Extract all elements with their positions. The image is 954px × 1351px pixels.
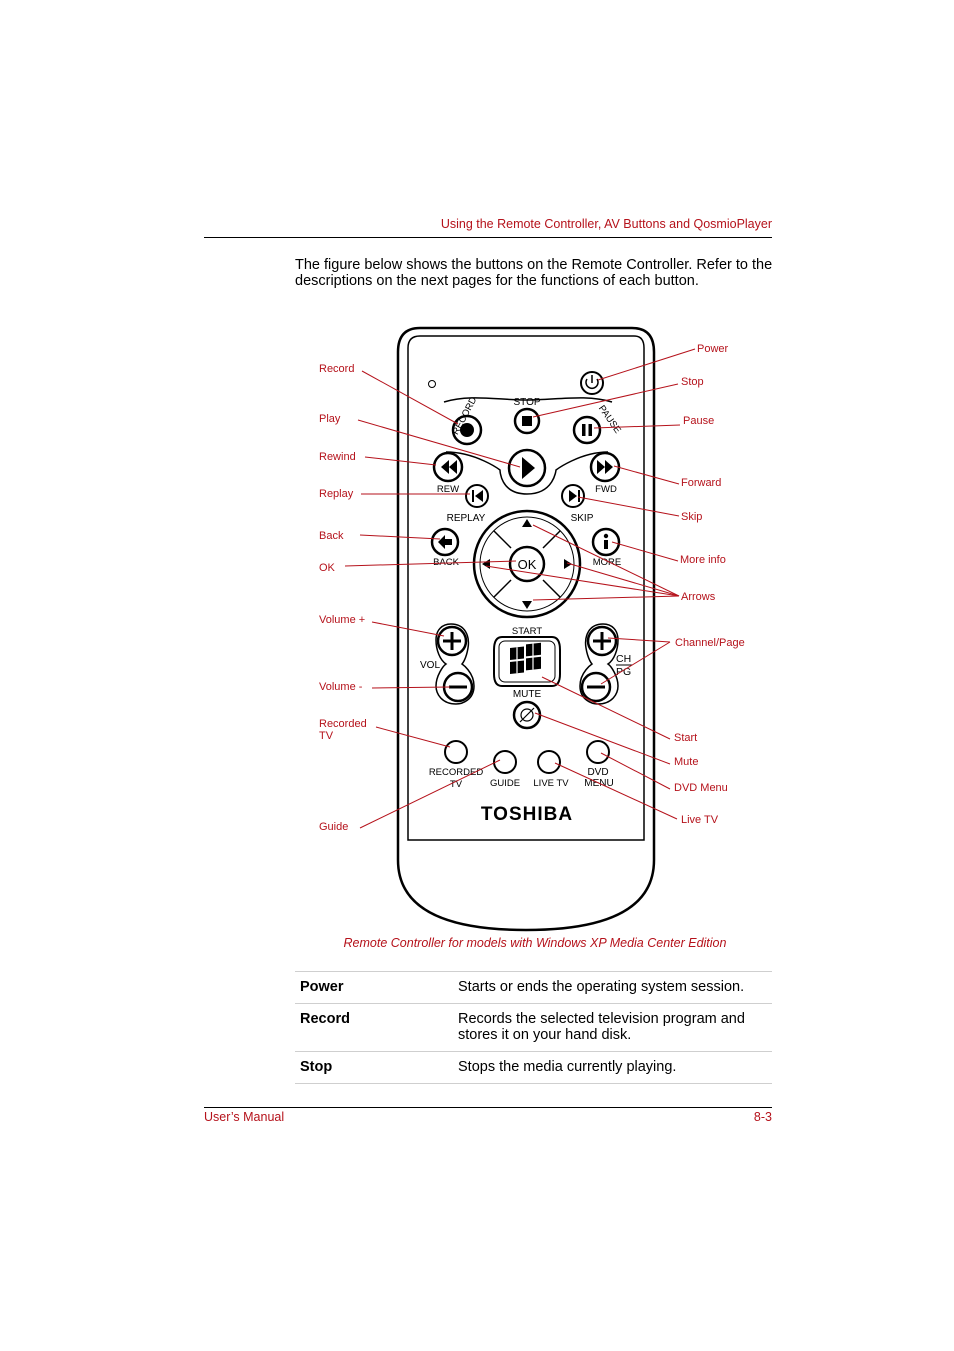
stop-button[interactable] bbox=[513, 407, 541, 435]
dvd-menu-label-line1: DVD bbox=[587, 767, 608, 778]
table-row: Record Records the selected television p… bbox=[295, 1003, 772, 1052]
term-cell: Stop bbox=[295, 1051, 453, 1084]
callout-rewind: Rewind bbox=[319, 451, 356, 463]
callout-mute: Mute bbox=[674, 756, 698, 768]
header-rule bbox=[204, 237, 772, 238]
channel-up-button[interactable] bbox=[586, 625, 618, 657]
figure-caption: Remote Controller for models with Window… bbox=[343, 936, 727, 950]
callout-play: Play bbox=[319, 413, 341, 425]
skip-button[interactable] bbox=[561, 484, 585, 508]
power-button[interactable] bbox=[580, 371, 604, 395]
forward-button[interactable] bbox=[589, 451, 621, 483]
recorded-tv-label-line2: TV bbox=[450, 779, 463, 790]
description-cell: Starts or ends the operating system sess… bbox=[453, 971, 772, 1004]
footer-rule bbox=[204, 1107, 772, 1108]
replay-button[interactable] bbox=[465, 484, 489, 508]
pg-label: PG bbox=[616, 666, 631, 678]
callout-ok: OK bbox=[319, 562, 336, 574]
callout-recorded-tv-line2: TV bbox=[319, 730, 334, 742]
term-cell: Record bbox=[295, 1003, 453, 1052]
fwd-label: FWD bbox=[595, 484, 617, 495]
live-tv-button[interactable] bbox=[537, 750, 561, 774]
table-row: Stop Stops the media currently playing. bbox=[295, 1051, 772, 1084]
callout-live-tv: Live TV bbox=[681, 814, 719, 826]
rewind-button[interactable] bbox=[432, 451, 464, 483]
guide-label: GUIDE bbox=[490, 778, 520, 789]
vol-label: VOL bbox=[420, 660, 440, 671]
more-label: MORE bbox=[593, 557, 622, 568]
callout-stop: Stop bbox=[681, 376, 704, 388]
callout-power: Power bbox=[697, 343, 729, 355]
dvd-menu-button[interactable] bbox=[586, 740, 610, 764]
recorded-tv-label-line1: RECORDED bbox=[429, 767, 484, 778]
callout-skip: Skip bbox=[681, 511, 702, 523]
table-row: Power Starts or ends the operating syste… bbox=[295, 971, 772, 1004]
replay-label: REPLAY bbox=[447, 513, 486, 524]
brand-logo: TOSHIBA bbox=[481, 804, 573, 825]
more-info-button[interactable] bbox=[591, 527, 621, 557]
callout-guide: Guide bbox=[319, 821, 348, 833]
button-description-table: Power Starts or ends the operating syste… bbox=[295, 971, 772, 1084]
footer-manual-title: User’s Manual bbox=[204, 1110, 285, 1124]
transport-cluster-outline bbox=[445, 451, 609, 495]
callout-forward: Forward bbox=[681, 477, 721, 489]
arrow-down-icon bbox=[522, 601, 532, 609]
record-button[interactable] bbox=[451, 414, 483, 446]
skip-label: SKIP bbox=[571, 513, 594, 524]
callout-start: Start bbox=[674, 732, 697, 744]
leader-lines bbox=[344, 348, 696, 829]
channel-down-button[interactable] bbox=[580, 671, 612, 703]
recorded-tv-button[interactable] bbox=[444, 740, 468, 764]
play-button[interactable] bbox=[507, 448, 547, 488]
ch-label: CH bbox=[616, 653, 631, 665]
arrow-right-icon bbox=[564, 559, 572, 569]
callout-recorded-tv-line1: Recorded bbox=[319, 718, 367, 730]
callout-volume-down: Volume - bbox=[319, 681, 363, 693]
term-cell: Power bbox=[295, 971, 453, 1004]
ok-label: OK bbox=[518, 557, 537, 572]
mute-button[interactable] bbox=[512, 700, 542, 730]
windows-logo-icon bbox=[510, 642, 541, 674]
callout-record: Record bbox=[319, 363, 354, 375]
arrow-up-icon bbox=[522, 519, 532, 527]
stop-label: STOP bbox=[513, 397, 540, 408]
live-tv-label: LIVE TV bbox=[533, 778, 569, 789]
indicator-led bbox=[428, 380, 436, 388]
callout-dvd-menu: DVD Menu bbox=[674, 782, 728, 794]
ok-button[interactable]: OK bbox=[508, 545, 546, 583]
callout-channel-page: Channel/Page bbox=[675, 637, 745, 649]
intro-paragraph: The figure below shows the buttons on th… bbox=[295, 257, 773, 289]
mute-label: MUTE bbox=[513, 689, 542, 700]
callout-arrows: Arrows bbox=[681, 591, 716, 603]
volume-up-button[interactable] bbox=[436, 625, 468, 657]
start-button[interactable] bbox=[493, 636, 561, 687]
callout-pause: Pause bbox=[683, 415, 714, 427]
callout-replay: Replay bbox=[319, 488, 354, 500]
page-header-title: Using the Remote Controller, AV Buttons … bbox=[440, 217, 772, 231]
back-label: BACK bbox=[433, 557, 460, 568]
rew-label: REW bbox=[437, 484, 459, 495]
callout-more-info: More info bbox=[680, 554, 726, 566]
description-cell: Records the selected television program … bbox=[453, 1003, 772, 1052]
description-cell: Stops the media currently playing. bbox=[453, 1051, 772, 1084]
callout-volume-up: Volume + bbox=[319, 614, 365, 626]
guide-button[interactable] bbox=[493, 750, 517, 774]
pause-button[interactable] bbox=[572, 415, 602, 445]
footer-page-number: 8-3 bbox=[753, 1110, 772, 1124]
callout-back: Back bbox=[319, 530, 344, 542]
transport-arc-outline bbox=[443, 397, 613, 403]
back-button[interactable] bbox=[430, 527, 460, 557]
start-label: START bbox=[512, 626, 542, 637]
